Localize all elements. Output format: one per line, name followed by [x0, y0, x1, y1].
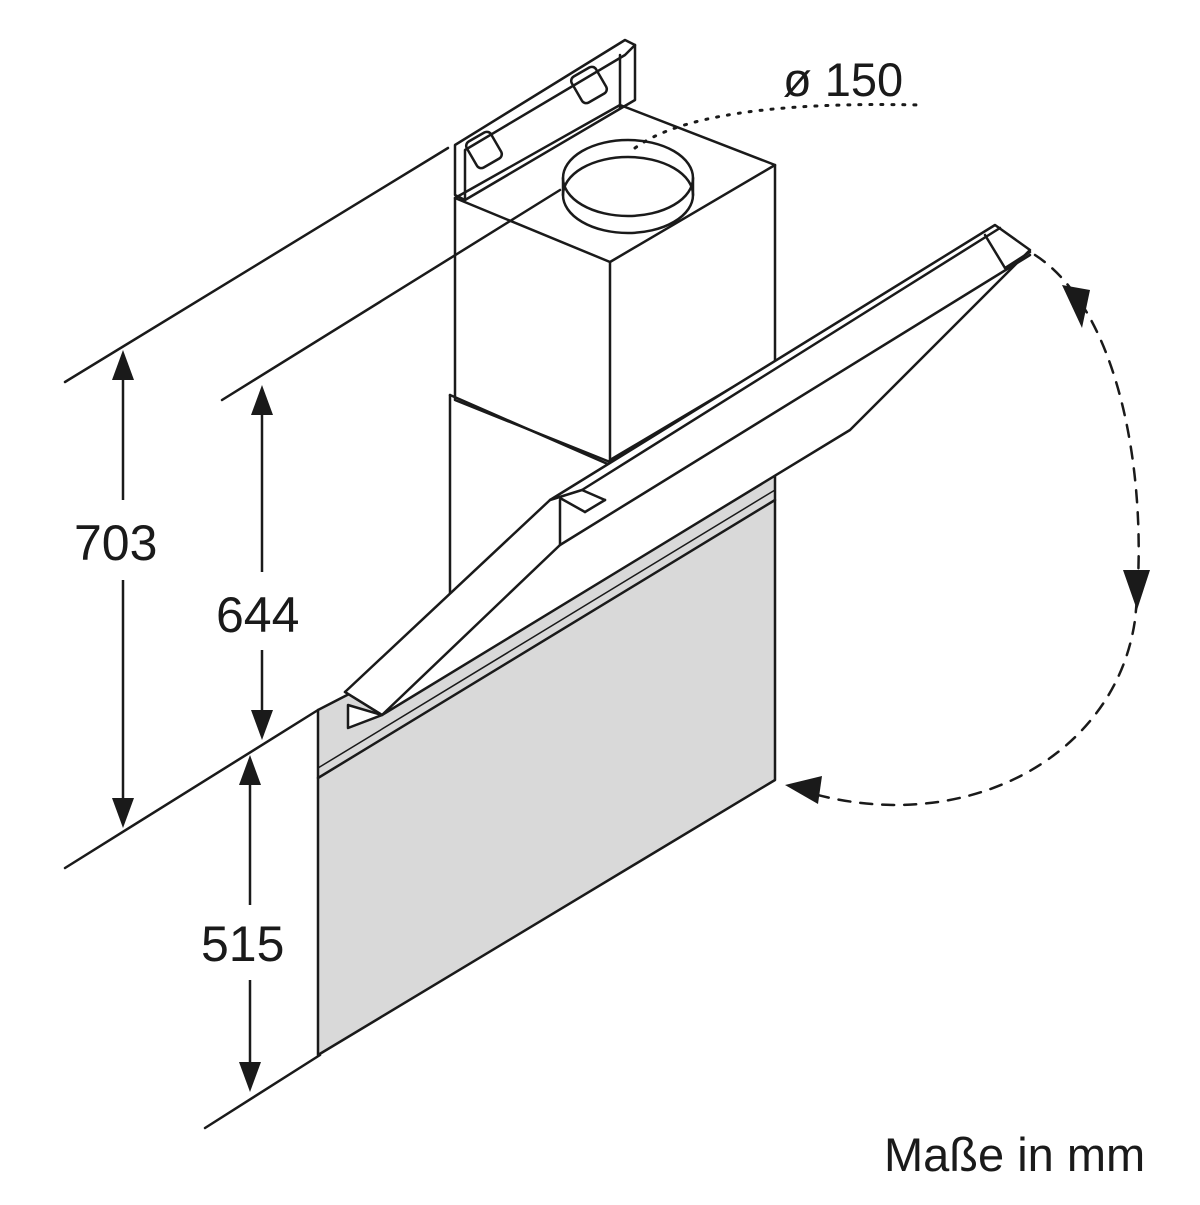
dimension-703 — [112, 350, 134, 828]
extension-644-top — [222, 190, 560, 400]
dimension-644 — [251, 385, 273, 740]
swing-arrow-head-1 — [1062, 285, 1090, 328]
extension-703-bottom — [65, 710, 318, 868]
wall-bracket — [455, 40, 635, 200]
extension-703-top — [65, 148, 448, 382]
dimension-515-label: 515 — [201, 916, 285, 972]
dimension-644-label: 644 — [216, 587, 300, 643]
swing-arrow-head-2 — [1123, 570, 1150, 610]
dimension-703-label: 703 — [74, 515, 158, 571]
extension-515-bottom — [205, 1055, 320, 1128]
swing-arc — [800, 255, 1139, 805]
dimension-515 — [239, 755, 261, 1092]
duct-collar — [563, 140, 693, 233]
units-note: Maße in mm — [884, 1128, 1146, 1181]
duct-diameter-label: ø 150 — [783, 53, 904, 106]
duct-leader — [635, 105, 920, 148]
swing-arrow-head-3 — [785, 776, 822, 804]
canopy-bar — [345, 225, 1030, 728]
